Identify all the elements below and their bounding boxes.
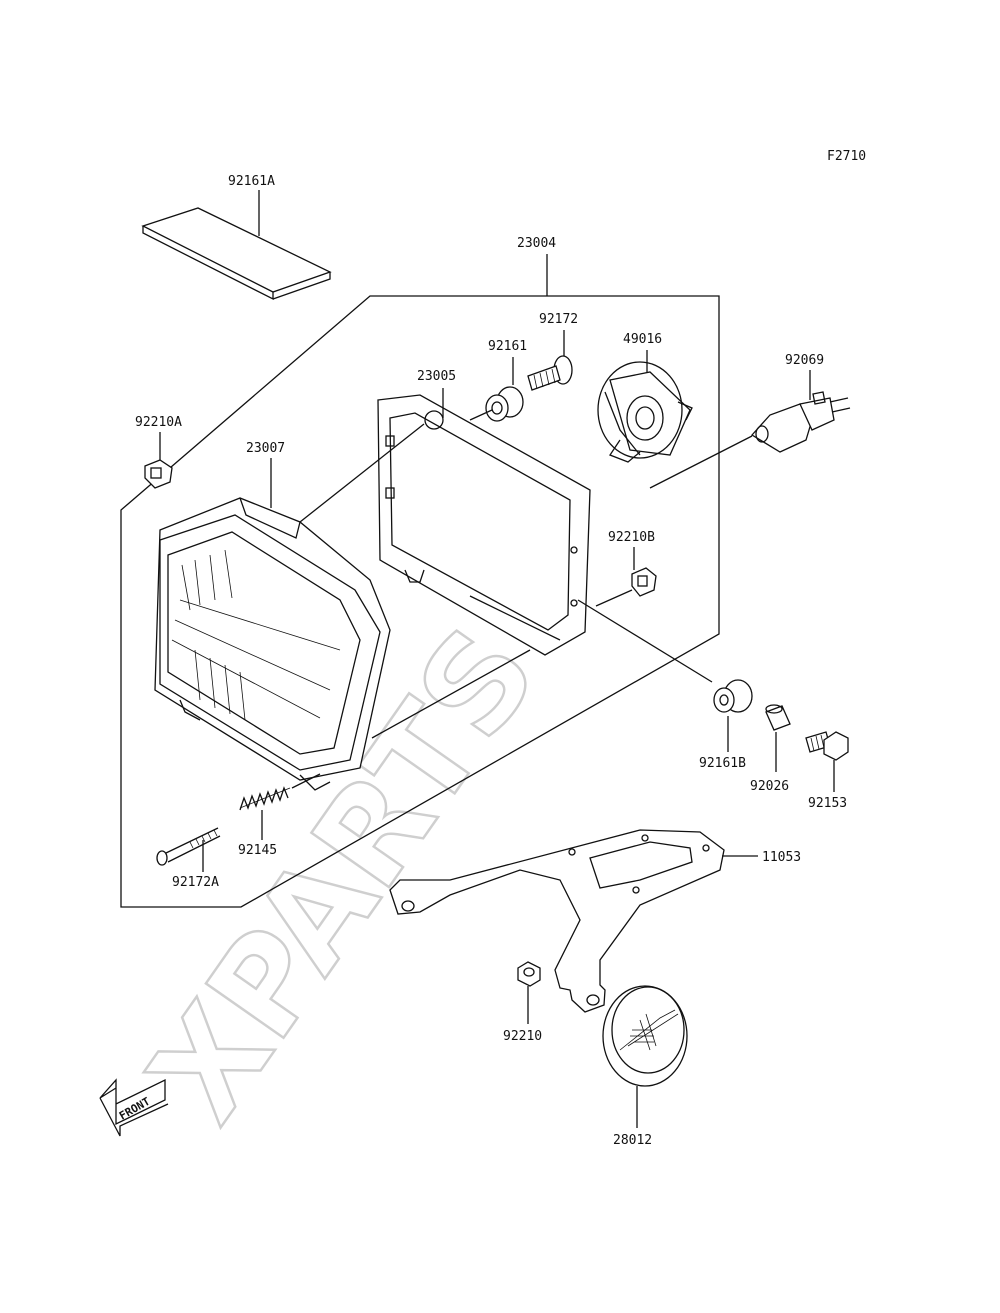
nut-92210[interactable] [517,961,541,987]
guide-line-92145 [291,773,321,789]
screw-92172A[interactable] [156,827,221,866]
label-23004[interactable]: 23004 [517,236,556,251]
label-92161[interactable]: 92161 [488,339,527,354]
bolt-92153[interactable] [805,731,849,761]
label-92210A[interactable]: 92210A [135,415,182,430]
grommet-92161B[interactable] [713,679,753,713]
emblem-28012[interactable] [602,985,688,1087]
assembly-outline [120,295,720,908]
label-28012[interactable]: 28012 [613,1133,652,1148]
collar-92026[interactable] [765,704,791,731]
bracket-11053[interactable] [389,829,725,1013]
guide-line-bulb [649,435,753,489]
guide-line-92161B [577,599,713,683]
guide-line-92161 [469,409,493,421]
label-92210[interactable]: 92210 [503,1029,542,1044]
headlight-23007[interactable] [154,497,391,791]
label-92145[interactable]: 92145 [238,843,277,858]
screw-92172[interactable] [527,355,573,391]
label-23005[interactable]: 23005 [417,369,456,384]
front-arrow: FRONT [99,1078,169,1137]
guide-line-lower [371,649,531,739]
frame-23005[interactable] [377,394,591,656]
figure-code: F2710 [827,149,866,164]
nut-92210B[interactable] [631,567,657,597]
guide-line-23007 [299,423,425,523]
label-92161A[interactable]: 92161A [228,174,275,189]
pad-92161A[interactable] [141,207,332,301]
label-92069[interactable]: 92069 [785,353,824,368]
label-49016[interactable]: 49016 [623,332,662,347]
label-92172[interactable]: 92172 [539,312,578,327]
label-92210B[interactable]: 92210B [608,530,655,545]
grommet-92161[interactable] [485,386,524,422]
nut-92210A[interactable] [144,459,173,489]
bulb-92069[interactable] [750,391,851,453]
label-92153[interactable]: 92153 [808,796,847,811]
label-92026[interactable]: 92026 [750,779,789,794]
spring-92145[interactable] [239,786,291,811]
label-11053[interactable]: 11053 [762,850,801,865]
label-92161B[interactable]: 92161B [699,756,746,771]
guide-line-92210B [595,589,633,607]
label-23007[interactable]: 23007 [246,441,285,456]
cover-49016[interactable] [597,361,693,463]
label-92172A[interactable]: 92172A [172,875,219,890]
